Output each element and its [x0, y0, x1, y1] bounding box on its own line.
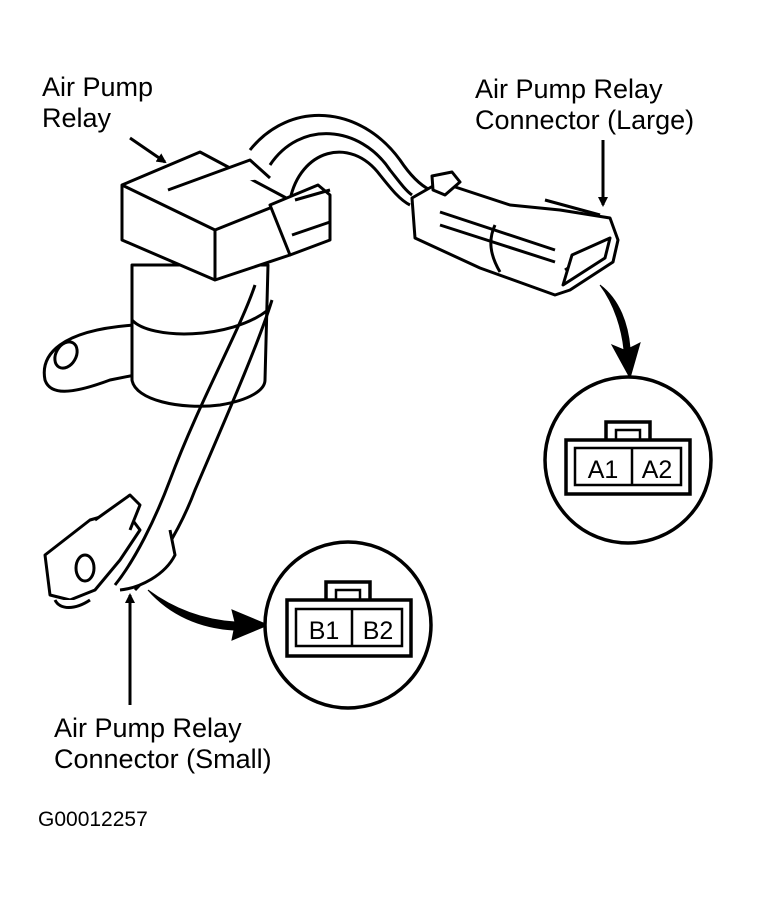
- small-connector-label: Air Pump Relay Connector (Small): [54, 713, 272, 775]
- relay-label: Air Pump Relay: [42, 72, 153, 134]
- pin-b1: B1: [309, 617, 340, 645]
- pin-a2: A2: [642, 456, 673, 484]
- figure-id: G00012257: [38, 808, 148, 831]
- relay-cylinder: [130, 263, 270, 408]
- relay-label-line-1: Air Pump: [42, 72, 154, 102]
- large-connector: [410, 170, 620, 297]
- small-callout-arrow: [147, 589, 270, 641]
- large-connector-label: Air Pump Relay Connector (Large): [475, 74, 694, 136]
- air-pump-relay: [42, 150, 332, 408]
- relay-label-line-2: Relay: [42, 103, 112, 133]
- wire-harness-upper: [248, 113, 431, 207]
- pin-b2: B2: [363, 617, 394, 645]
- small-connector-label-line-1: Air Pump Relay: [54, 713, 242, 743]
- small-connector: [43, 493, 177, 609]
- large-connector-label-line-1: Air Pump Relay: [475, 74, 663, 104]
- small-connector-label-line-2: Connector (Small): [54, 744, 272, 774]
- label-pointers: [125, 136, 608, 705]
- bracket-hole-icon: [53, 340, 79, 370]
- relay-side-plug: [268, 183, 332, 257]
- large-connector-face-view: A1 A2: [543, 375, 713, 545]
- large-connector-label-line-2: Connector (Large): [475, 105, 695, 135]
- pin-a1: A1: [588, 456, 619, 484]
- large-callout-arrow: [599, 284, 641, 380]
- relay-pointer-arrow: [129, 136, 167, 164]
- small-connector-face-view: B1 B2: [263, 540, 433, 710]
